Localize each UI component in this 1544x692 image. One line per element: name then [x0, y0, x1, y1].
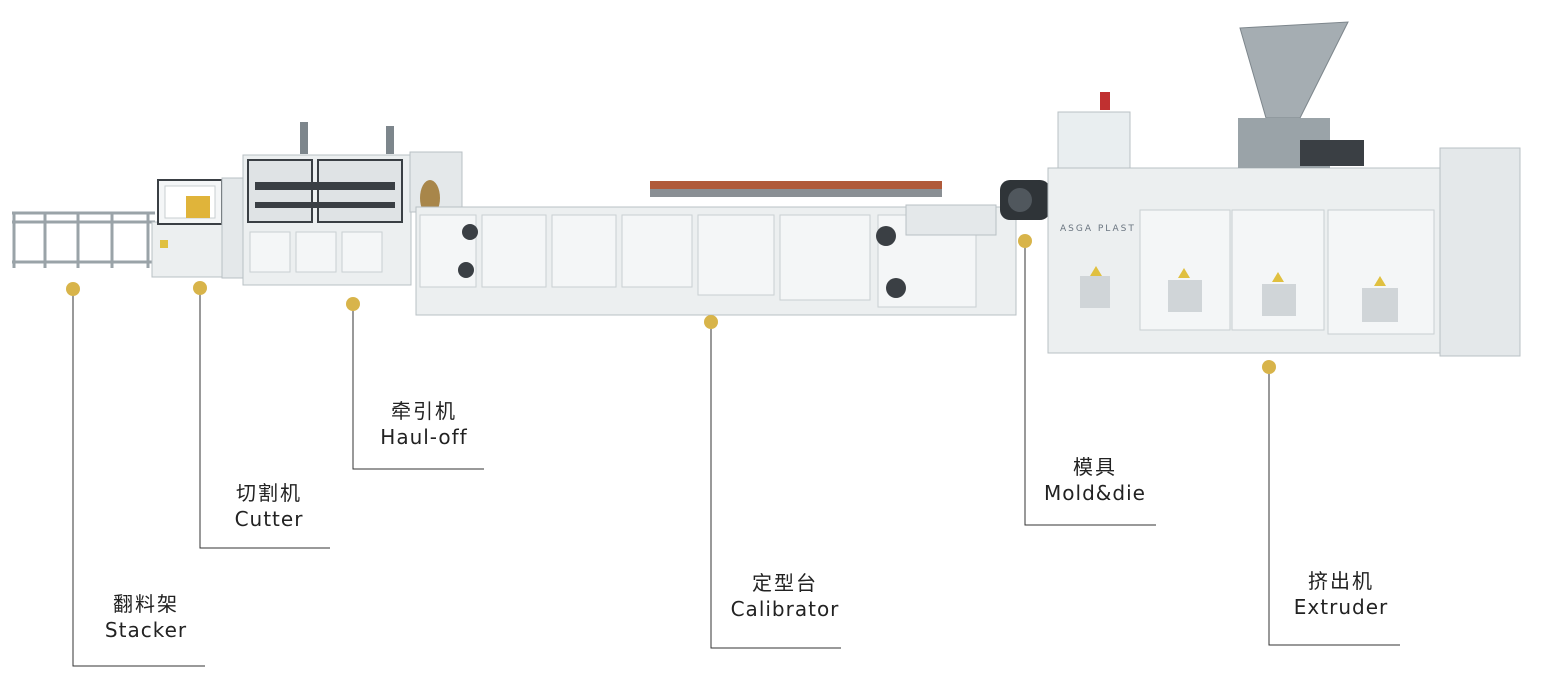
- stacker-marker-dot: [66, 282, 80, 296]
- brand-logo-text: ASGA PLAST: [1060, 224, 1136, 234]
- mold-die-machine: [1000, 180, 1050, 220]
- haul-off-marker-dot: [346, 297, 360, 311]
- mold-die-leader-line: [1024, 241, 1156, 526]
- extruder-en: Extruder: [1293, 595, 1389, 619]
- calibrator-marker-dot: [704, 315, 718, 329]
- mold-die-en: Mold&die: [1044, 481, 1146, 505]
- extruder-leader-line: [1268, 367, 1400, 646]
- mold-die-cn: 模具: [1073, 455, 1117, 479]
- haul-off-label: 牵引机 Haul-off: [370, 398, 478, 450]
- haul-off-en: Haul-off: [380, 425, 468, 449]
- calibrator-label: 定型台 Calibrator: [722, 570, 848, 622]
- calibrator-machine: [415, 181, 1017, 316]
- stacker-cn: 翻料架: [113, 592, 179, 616]
- haul-off-machine: [242, 122, 463, 286]
- mold-die-label: 模具 Mold&die: [1036, 454, 1154, 506]
- stacker-label: 翻料架 Stacker: [98, 591, 194, 643]
- cutter-label: 切割机 Cutter: [222, 480, 316, 532]
- cutter-leader-line: [199, 288, 330, 549]
- extruder-label: 挤出机 Extruder: [1286, 568, 1396, 620]
- extruder-machine: [1047, 21, 1521, 357]
- calibrator-leader-line: [710, 322, 841, 649]
- stacker-machine: [12, 211, 155, 268]
- extruder-cn: 挤出机: [1308, 569, 1374, 593]
- calibrator-en: Calibrator: [730, 597, 840, 621]
- cutter-cn: 切割机: [236, 481, 302, 505]
- haul-off-leader-line: [352, 304, 484, 470]
- extruder-marker-dot: [1262, 360, 1276, 374]
- calibrator-cn: 定型台: [752, 571, 818, 595]
- cutter-marker-dot: [193, 281, 207, 295]
- stacker-leader-line: [72, 289, 205, 667]
- mold-die-marker-dot: [1018, 234, 1032, 248]
- callout-layer: [66, 234, 1400, 667]
- stacker-en: Stacker: [104, 618, 188, 642]
- haul-off-cn: 牵引机: [391, 399, 457, 423]
- cutter-en: Cutter: [234, 507, 304, 531]
- cutter-machine: [151, 177, 245, 279]
